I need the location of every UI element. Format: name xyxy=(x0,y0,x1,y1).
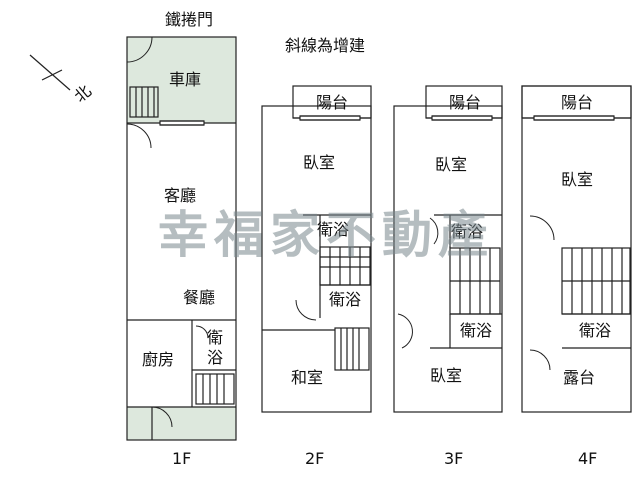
floor-label-2f: 2F xyxy=(305,449,325,468)
room-3f-bedroom-lower: 臥室 xyxy=(430,366,463,385)
room-kitchen: 廚房 xyxy=(142,350,175,369)
room-dining: 餐廳 xyxy=(183,288,216,307)
room-2f-bath-upper: 衛浴 xyxy=(317,220,350,239)
room-living: 客廳 xyxy=(164,186,197,205)
annex-note-label: 斜線為增建 xyxy=(285,36,366,55)
floor-3f-plan xyxy=(393,85,503,413)
floor-label-4f: 4F xyxy=(578,449,598,468)
floor-3f-outline xyxy=(393,105,503,413)
entry-door-swing xyxy=(126,36,153,63)
room-2f-bath-lower: 衛浴 xyxy=(329,290,362,309)
watermark-text: 幸福家不動產 xyxy=(158,206,494,264)
room-3f-bath-lower: 衛浴 xyxy=(460,321,493,340)
rear-annex-area xyxy=(127,407,236,440)
floor-2f-plan xyxy=(261,85,372,413)
floor-label-1f: 1F xyxy=(172,449,192,468)
room-4f-terrace: 露台 xyxy=(563,368,596,387)
floor-label-3f: 3F xyxy=(444,449,464,468)
room-garage: 車庫 xyxy=(169,70,202,89)
room-3f-balcony: 陽台 xyxy=(449,93,482,112)
room-2f-bedroom: 臥室 xyxy=(303,153,336,172)
room-3f-bedroom-upper: 臥室 xyxy=(435,155,468,174)
floor-1f-plan xyxy=(126,36,237,441)
kitchen-stair xyxy=(195,373,235,405)
room-1f-bath-top: 衛 xyxy=(207,328,224,347)
garage-stair xyxy=(129,86,159,118)
room-2f-japanese-room: 和室 xyxy=(291,368,324,387)
room-3f-bath-upper: 衛浴 xyxy=(451,222,484,241)
rolling-gate-label: 鐵捲門 xyxy=(165,10,214,29)
room-4f-balcony: 陽台 xyxy=(561,93,594,112)
north-arrow-icon xyxy=(29,54,71,91)
floor-4f-outline xyxy=(521,85,632,413)
garage-annex-area xyxy=(127,37,236,123)
room-4f-bath: 衛浴 xyxy=(579,321,612,340)
room-1f-bath-bottom: 浴 xyxy=(207,348,224,367)
floor-1f-outline xyxy=(126,36,237,441)
floor-4f-plan xyxy=(521,85,632,413)
room-2f-balcony: 陽台 xyxy=(316,93,349,112)
floor-2f-outline xyxy=(261,105,372,413)
room-4f-bedroom: 臥室 xyxy=(561,170,594,189)
